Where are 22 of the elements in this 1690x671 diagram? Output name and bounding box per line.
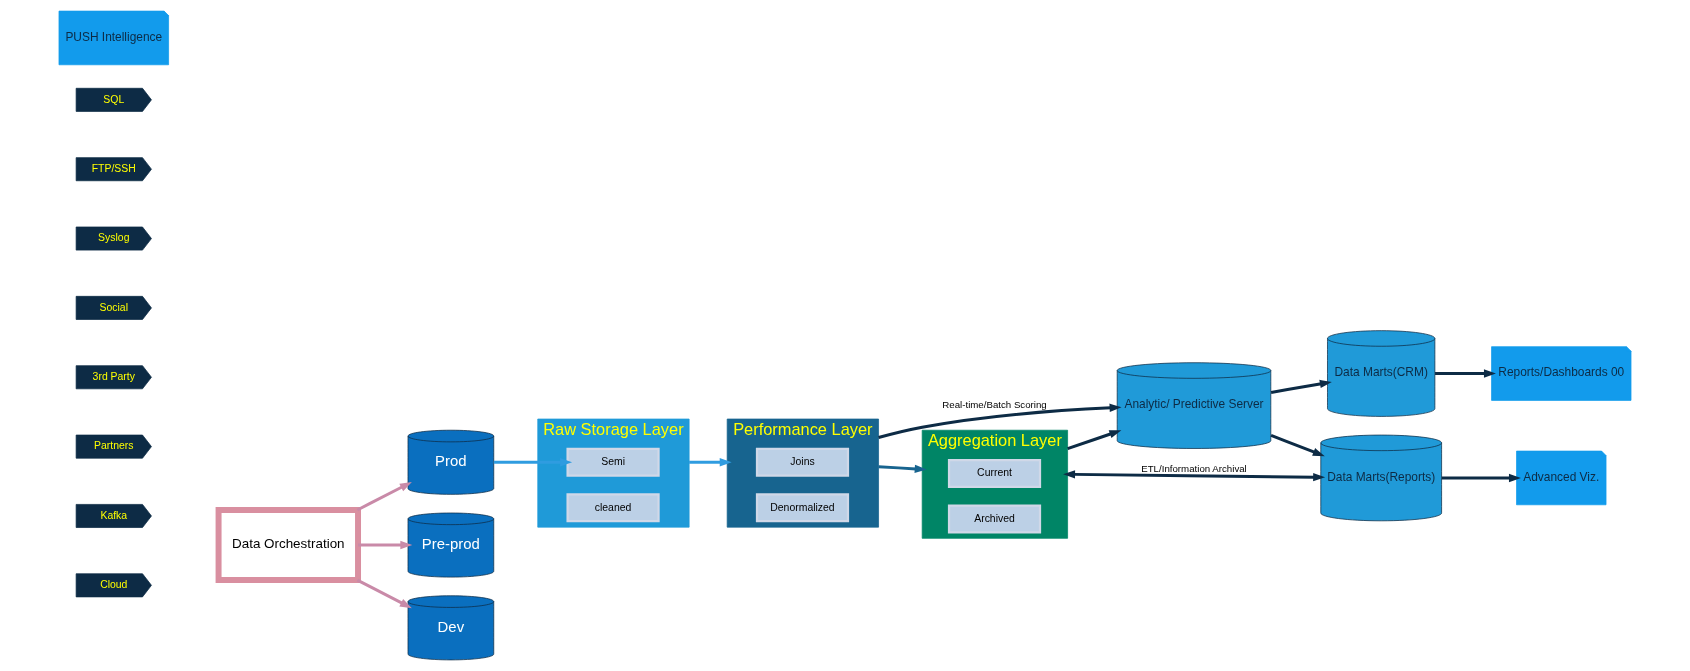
node-box: Semi xyxy=(566,447,660,477)
arrow xyxy=(1441,473,1521,483)
arrow xyxy=(878,464,927,473)
arrow xyxy=(1435,369,1496,378)
node-box: Archived xyxy=(947,504,1042,534)
arrow xyxy=(358,540,413,550)
node-box: Joins xyxy=(755,447,850,477)
node-box: Data Orchestration xyxy=(215,507,361,584)
edge-label: ETL/Information Archival xyxy=(1141,463,1247,475)
arrow xyxy=(1270,379,1332,394)
arrow xyxy=(878,403,1122,439)
arrow xyxy=(493,458,573,467)
arrow xyxy=(356,578,412,609)
arrow xyxy=(689,458,732,467)
node-box: Current xyxy=(947,458,1042,488)
node-box: Denormalized xyxy=(755,493,850,523)
arrow xyxy=(1063,470,1326,482)
arrow xyxy=(356,481,412,512)
node-box: cleaned xyxy=(566,493,660,523)
arrow xyxy=(1067,430,1122,451)
edge-label: Real-time/Batch Scoring xyxy=(942,399,1047,411)
arrow xyxy=(1270,433,1325,457)
